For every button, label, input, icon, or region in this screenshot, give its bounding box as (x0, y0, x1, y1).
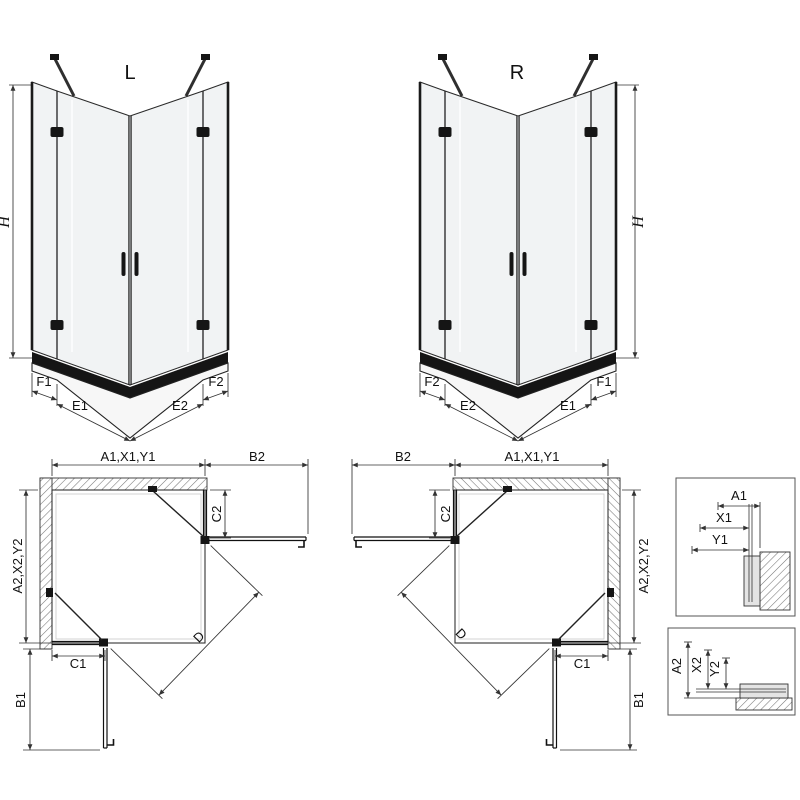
dim-label-y2-detail: Y2 (707, 661, 722, 677)
dim-label-b1-planL: B1 (13, 692, 28, 708)
dim-label-c2-planL: C2 (209, 506, 224, 523)
elevation-right-labels: R H F2 E2 E1 F1 (424, 62, 647, 413)
dim-label-a1x1y1-planL: A1,X1,Y1 (101, 449, 156, 464)
dim-label-c2-planR: C2 (438, 506, 453, 523)
detail-bottom-dimension-lines (684, 641, 736, 699)
wall-section-top-detail (759, 551, 791, 611)
dim-label-y1-detail: Y1 (712, 532, 728, 547)
dim-label-f2-left: F2 (208, 374, 223, 389)
detail-box-bottom: A2 X2 Y2 (667, 627, 796, 716)
elevation-left-labels: L H F1 E1 E2 F2 (0, 62, 224, 413)
dim-label-b1-planR: B1 (631, 692, 646, 708)
dim-label-a2x2y2-planR: A2,X2,Y2 (636, 539, 651, 594)
dim-label-a2-detail: A2 (669, 658, 684, 674)
dim-label-a1x1y1-planR: A1,X1,Y1 (505, 449, 560, 464)
wall-profile-bottom-detail (739, 683, 789, 699)
dim-label-e1-right: E1 (560, 398, 576, 413)
dim-label-x2-detail: X2 (689, 657, 704, 673)
dim-label-f2-right: F2 (424, 374, 439, 389)
dim-label-x1-detail: X1 (716, 510, 732, 525)
dim-label-h-left: H (0, 215, 13, 229)
dim-label-a1-detail: A1 (731, 488, 747, 503)
plan-left-labels: A1,X1,Y1 B2 C2 A2,X2,Y2 C1 B1 D (10, 449, 265, 708)
dim-label-b2-planL: B2 (249, 449, 265, 464)
dim-label-a2x2y2-planL: A2,X2,Y2 (10, 539, 25, 594)
dim-label-e1-left: E1 (72, 398, 88, 413)
detail-top-dimension-lines (691, 502, 761, 554)
wall-section-bottom-detail (735, 697, 793, 711)
panel-config-label-right: R (510, 62, 524, 84)
plan-left-drawing (19, 459, 308, 750)
dim-label-e2-right: E2 (460, 398, 476, 413)
dim-label-f1-left: F1 (36, 374, 51, 389)
panel-config-label-left: L (124, 62, 135, 84)
dim-label-e2-left: E2 (172, 398, 188, 413)
dim-label-b2-planR: B2 (395, 449, 411, 464)
dim-label-c1-planR: C1 (574, 656, 591, 671)
dim-label-f1-right: F1 (596, 374, 611, 389)
plan-right-drawing (352, 459, 641, 750)
detail-box-top: A1 X1 Y1 (675, 477, 796, 617)
dim-label-h-right: H (630, 215, 647, 229)
dim-label-c1-planL: C1 (70, 656, 87, 671)
